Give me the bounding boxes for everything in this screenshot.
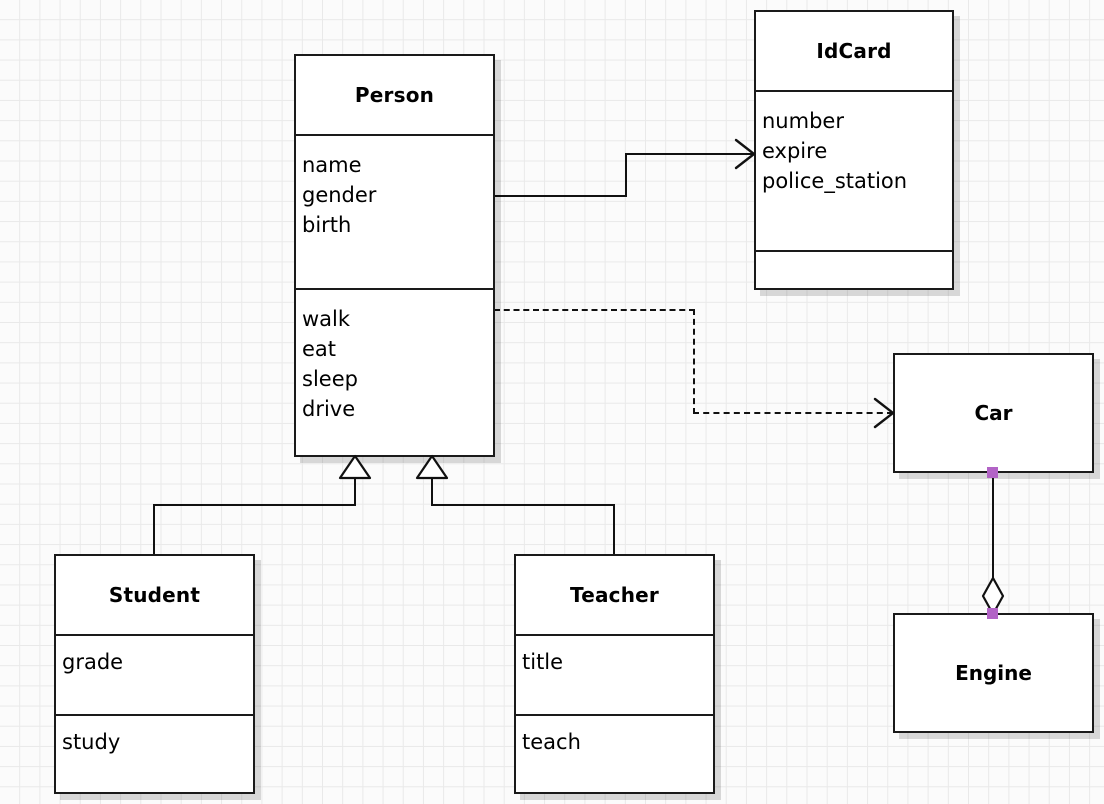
class-title-idcard: IdCard xyxy=(756,12,952,90)
class-box-teacher[interactable]: Teacher title teach xyxy=(514,554,715,794)
class-operations-person: walk eat sleep drive xyxy=(296,288,493,455)
class-box-engine[interactable]: Engine xyxy=(893,613,1094,733)
attribute-row: police_station xyxy=(762,169,908,193)
aggregation-car-engine-segment-1[interactable] xyxy=(992,472,994,585)
class-title-person: Person xyxy=(296,56,493,134)
operation-row: teach xyxy=(522,730,581,754)
association-person-idcard-segment-2[interactable] xyxy=(625,153,627,197)
connector-endpoint-handle-car[interactable] xyxy=(987,467,998,478)
attribute-row: name xyxy=(302,153,362,177)
class-box-person[interactable]: Person name gender birth walk eat sleep … xyxy=(294,54,495,457)
class-name-label: Car xyxy=(974,401,1013,425)
class-operations-student: study xyxy=(56,714,253,794)
association-person-idcard-segment-1[interactable] xyxy=(494,195,627,197)
dependency-person-car-segment-1[interactable] xyxy=(494,309,695,311)
association-person-idcard-segment-3[interactable] xyxy=(625,153,753,155)
class-title-teacher: Teacher xyxy=(516,556,713,634)
generalization-student-person-segment-2[interactable] xyxy=(153,504,356,506)
operation-row: walk xyxy=(302,307,351,331)
class-attributes-person: name gender birth xyxy=(296,134,493,288)
operation-row: sleep xyxy=(302,367,358,391)
attribute-row: title xyxy=(522,650,564,674)
generalization-teacher-person-segment-2[interactable] xyxy=(432,504,615,506)
generalization-teacher-person-segment-3[interactable] xyxy=(431,472,433,506)
class-name-label: Engine xyxy=(955,661,1032,685)
generalization-student-person-segment-3[interactable] xyxy=(354,472,356,506)
operation-row: eat xyxy=(302,337,337,361)
class-name-label: Teacher xyxy=(570,583,659,607)
generalization-student-person-segment-1[interactable] xyxy=(153,504,155,556)
attribute-row: expire xyxy=(762,139,828,163)
class-box-car[interactable]: Car xyxy=(893,353,1094,473)
attribute-row: gender xyxy=(302,183,377,207)
connector-endpoint-handle-engine[interactable] xyxy=(987,608,998,619)
dependency-person-car-segment-3[interactable] xyxy=(693,412,893,414)
class-name-label: Student xyxy=(108,583,201,607)
class-operations-idcard xyxy=(756,250,952,288)
attribute-row: number xyxy=(762,109,844,133)
class-name-label: Person xyxy=(354,83,435,107)
class-attributes-teacher: title xyxy=(516,634,713,714)
attribute-row: birth xyxy=(302,213,352,237)
generalization-teacher-person-segment-1[interactable] xyxy=(613,504,615,556)
dependency-person-car-segment-2[interactable] xyxy=(693,309,695,414)
class-attributes-student: grade xyxy=(56,634,253,714)
class-title-student: Student xyxy=(56,556,253,634)
class-attributes-idcard: number expire police_station xyxy=(756,90,952,250)
class-name-label: IdCard xyxy=(816,39,892,63)
class-box-idcard[interactable]: IdCard number expire police_station xyxy=(754,10,954,290)
operation-row: study xyxy=(62,730,121,754)
class-operations-teacher: teach xyxy=(516,714,713,794)
operation-row: drive xyxy=(302,397,356,421)
attribute-row: grade xyxy=(62,650,124,674)
class-box-student[interactable]: Student grade study xyxy=(54,554,255,794)
